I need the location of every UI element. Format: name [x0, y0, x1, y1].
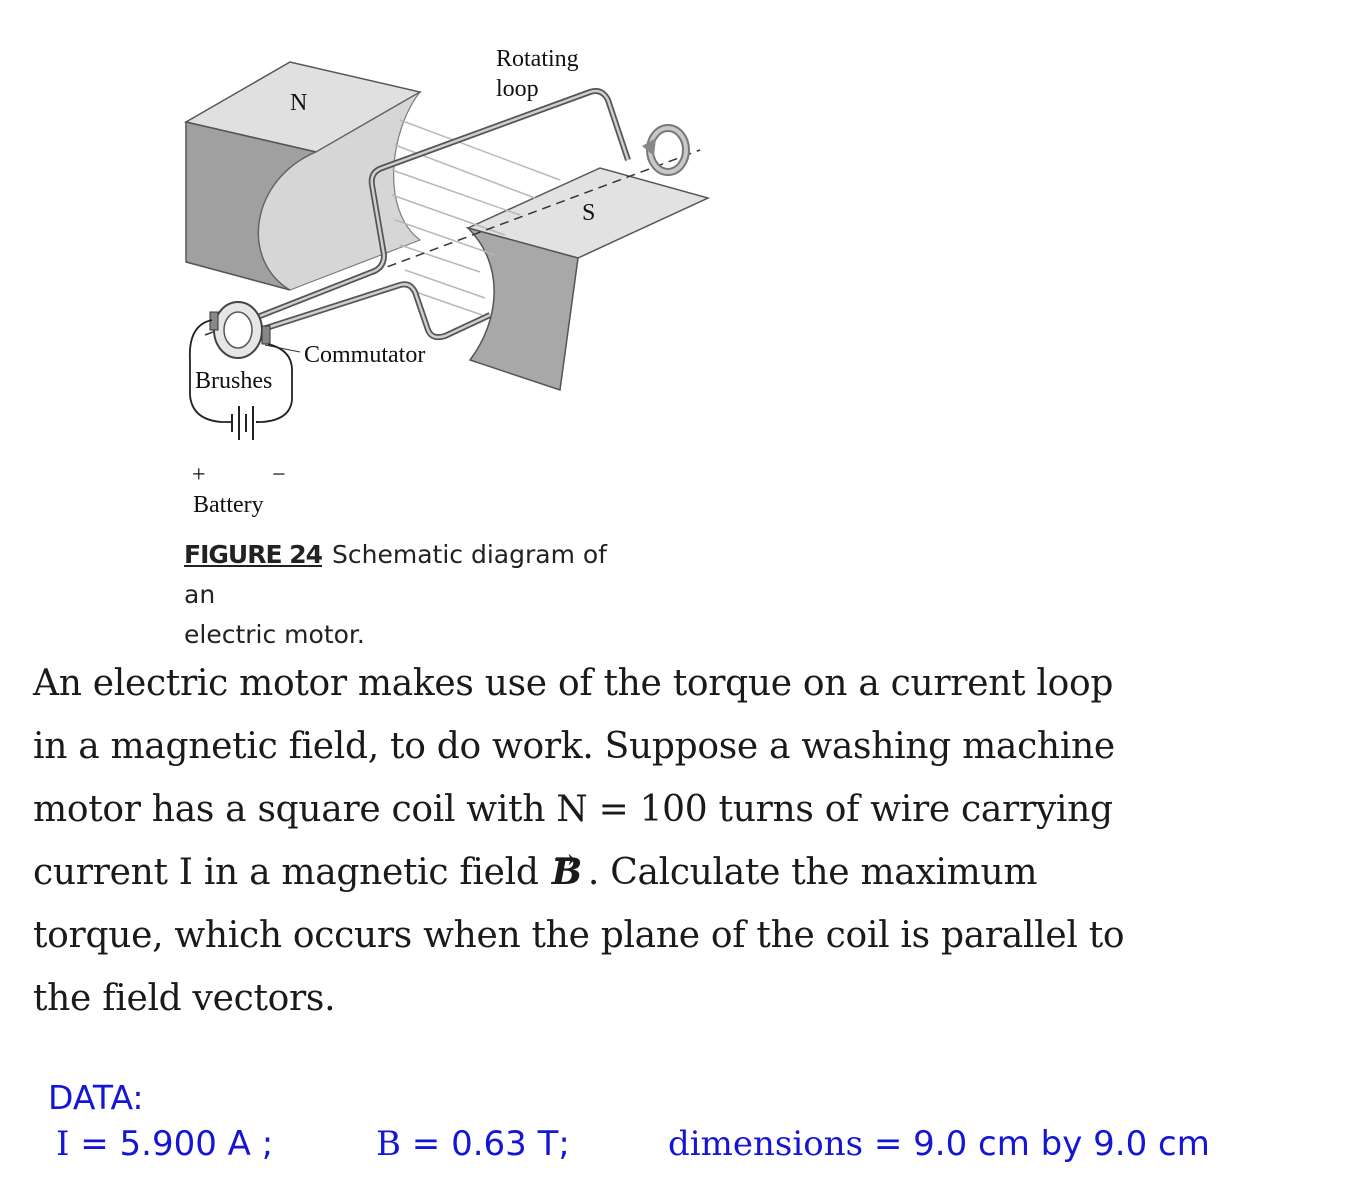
- problem-line-2: in a magnetic field, to do work. Suppose…: [33, 726, 1115, 767]
- battery-plus-label: +: [192, 462, 206, 488]
- south-magnet: [465, 167, 711, 391]
- problem-line-4: current I in a magnetic field →B. Calcul…: [33, 841, 1333, 904]
- rotation-arrow-icon: [642, 124, 690, 176]
- battery-minus-label: −: [272, 462, 286, 488]
- field-data: B = 0.63 T;: [376, 1124, 570, 1164]
- vector-arrow-icon: →: [553, 845, 576, 875]
- figure-number: FIGURE 24: [184, 540, 323, 569]
- commutator: [209, 301, 301, 359]
- problem-line-1: An electric motor makes use of the torqu…: [33, 663, 1114, 704]
- dimensions-data: dimensions = 9.0 cm by 9.0 cm: [668, 1124, 1210, 1164]
- current-data: I = 5.900 A ;: [56, 1124, 273, 1164]
- electric-motor-diagram: Rotating loop N S Commutator Brushes + −…: [183, 46, 711, 518]
- vector-b-symbol: →B: [552, 841, 582, 904]
- dimensions-value: = 9.0 cm by 9.0 cm: [863, 1124, 1210, 1164]
- north-pole-label: N: [290, 90, 307, 116]
- data-heading: DATA:: [48, 1078, 144, 1117]
- rotating-loop-label-1: Rotating: [496, 46, 579, 72]
- field-symbol: B: [376, 1124, 401, 1164]
- battery-icon: [231, 406, 258, 440]
- battery-label: Battery: [193, 492, 264, 518]
- current-symbol: I: [56, 1124, 70, 1164]
- problem-line-5: torque, which occurs when the plane of t…: [33, 915, 1125, 956]
- problem-line-4-end: . Calculate the maximum: [587, 852, 1038, 893]
- circuit-wires: [189, 319, 293, 423]
- caption-line-1: Schematic diagram of an: [184, 540, 607, 609]
- problem-line-3: motor has a square coil with N = 100 tur…: [33, 789, 1113, 830]
- brushes-label: Brushes: [195, 368, 272, 394]
- caption-line-2: electric motor.: [184, 620, 365, 649]
- commutator-label: Commutator: [304, 342, 425, 368]
- south-pole-label: S: [582, 200, 595, 226]
- problem-line-4-start: current I in a magnetic field: [33, 852, 539, 893]
- rotating-loop-label-2: loop: [496, 76, 539, 102]
- problem-statement: An electric motor makes use of the torqu…: [33, 652, 1333, 1030]
- problem-line-6: the field vectors.: [33, 978, 336, 1019]
- rotation-axis: [204, 149, 701, 336]
- field-value: = 0.63 T;: [401, 1124, 570, 1164]
- current-value: = 5.900 A ;: [69, 1124, 274, 1164]
- dimensions-label: dimensions: [668, 1124, 864, 1164]
